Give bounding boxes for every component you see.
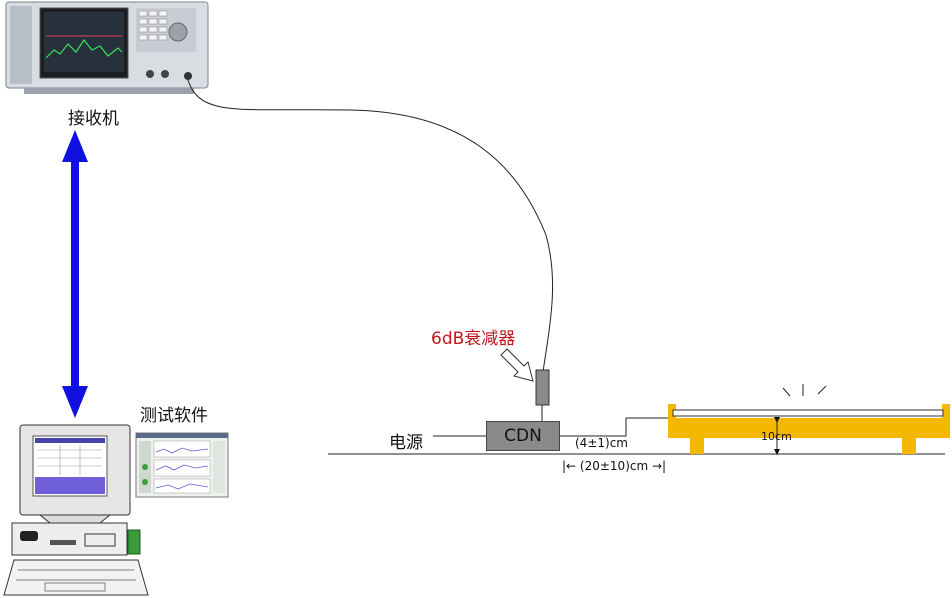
table-icon <box>668 404 950 454</box>
receiver-label: 接收机 <box>68 109 119 129</box>
cable-length-label: (4±1)cm <box>575 436 628 450</box>
height-label: 10cm <box>761 430 792 443</box>
lamp-cable <box>560 417 672 437</box>
attenuator <box>535 369 550 406</box>
link-arrow-icon <box>62 130 88 418</box>
pc-icon <box>3 424 149 596</box>
software-label: 测试软件 <box>140 406 208 426</box>
rf-cable <box>187 79 554 373</box>
power-label: 电源 <box>389 433 423 453</box>
software-screenshot-icon <box>135 432 229 498</box>
distance-label: |← (20±10)cm →| <box>562 459 667 473</box>
attenuator-label: 6dB衰减器 <box>431 329 516 349</box>
attenuator-pointer-icon <box>500 348 534 382</box>
cdn-box: CDN <box>486 421 560 451</box>
cdn-label: CDN <box>504 426 542 446</box>
receiver-icon <box>5 1 209 94</box>
fluorescent-lamp-icon <box>672 384 944 417</box>
